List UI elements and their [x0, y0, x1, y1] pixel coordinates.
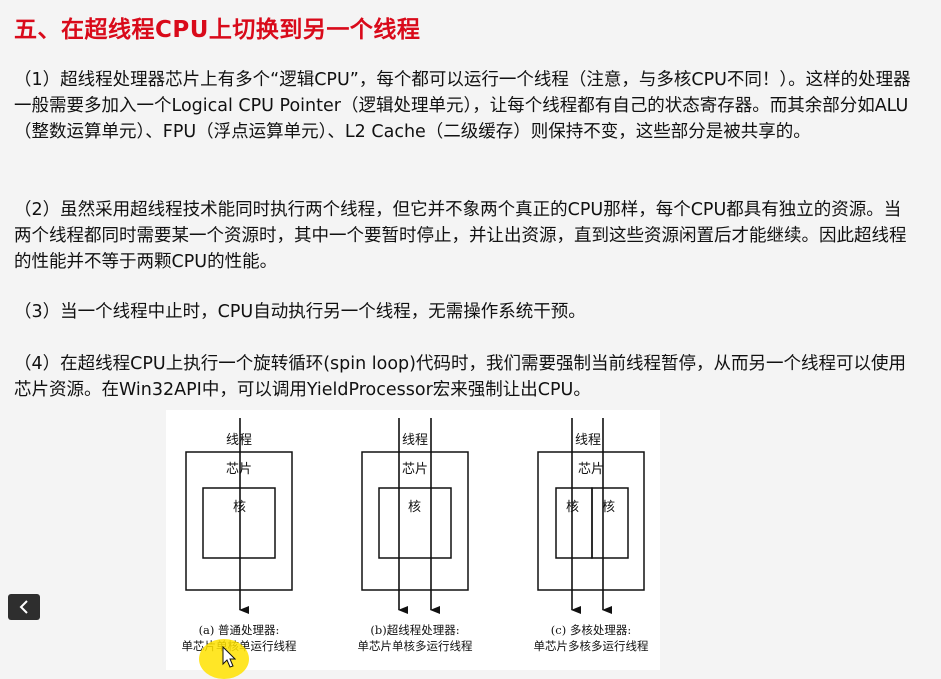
diagram-c	[537, 418, 645, 614]
thread-label-b: 线程	[402, 433, 429, 448]
core-label-c2: 核	[602, 500, 616, 515]
caption-c: (c) 多核处理器: 单芯片多核多运行线程	[526, 622, 656, 654]
processor-diagram: 线程 芯片 核 线程 芯片 核 线程 芯片 核 核 (a) 普通处理器: 单芯片…	[166, 410, 660, 670]
back-button[interactable]	[8, 594, 40, 620]
diagram-a	[185, 418, 293, 614]
paragraph-1: （1）超线程处理器芯片上有多个“逻辑CPU”，每个都可以运行一个线程（注意，与多…	[14, 70, 911, 142]
core-label-c1: 核	[566, 500, 580, 515]
chip-label-a: 芯片	[226, 462, 253, 477]
paragraph-4: （4）在超线程CPU上执行一个旋转循环(spin loop)代码时，我们需要强制…	[14, 354, 906, 400]
chip-label-c: 芯片	[578, 462, 605, 477]
caption-b-line2: 单芯片单核多运行线程	[357, 639, 473, 653]
core-label-b: 核	[408, 500, 422, 515]
chip-box-c	[537, 451, 645, 591]
core-box-a	[202, 487, 276, 559]
processor-diagram-graphic	[185, 418, 645, 614]
thread-label-c: 线程	[575, 433, 602, 448]
slide-title: 五、在超线程CPU上切换到另一个线程	[14, 17, 421, 43]
mouse-cursor-icon	[222, 646, 236, 668]
paragraph-2: （2）虽然采用超线程技术能同时执行两个线程，但它并不象两个真正的CPU那样，每个…	[14, 200, 907, 272]
caption-c-line2: 单芯片多核多运行线程	[533, 639, 649, 653]
thread-label-a: 线程	[226, 433, 253, 448]
core-box-c2	[591, 487, 629, 559]
chip-box-a	[185, 451, 293, 591]
caption-b-line1: (b)超线程处理器:	[370, 623, 460, 637]
core-label-a: 核	[233, 500, 247, 515]
chip-label-b: 芯片	[402, 462, 429, 477]
chip-box-b	[361, 451, 469, 591]
paragraph-3: （3）当一个线程中止时，CPU自动执行另一个线程，无需操作系统干预。	[14, 302, 586, 322]
core-box-b	[378, 487, 452, 559]
chevron-left-icon	[19, 600, 28, 614]
caption-a-line1: (a) 普通处理器:	[198, 623, 280, 637]
caption-b: (b)超线程处理器: 单芯片单核多运行线程	[350, 622, 480, 654]
caption-c-line1: (c) 多核处理器:	[550, 623, 632, 637]
diagram-b	[361, 418, 469, 614]
